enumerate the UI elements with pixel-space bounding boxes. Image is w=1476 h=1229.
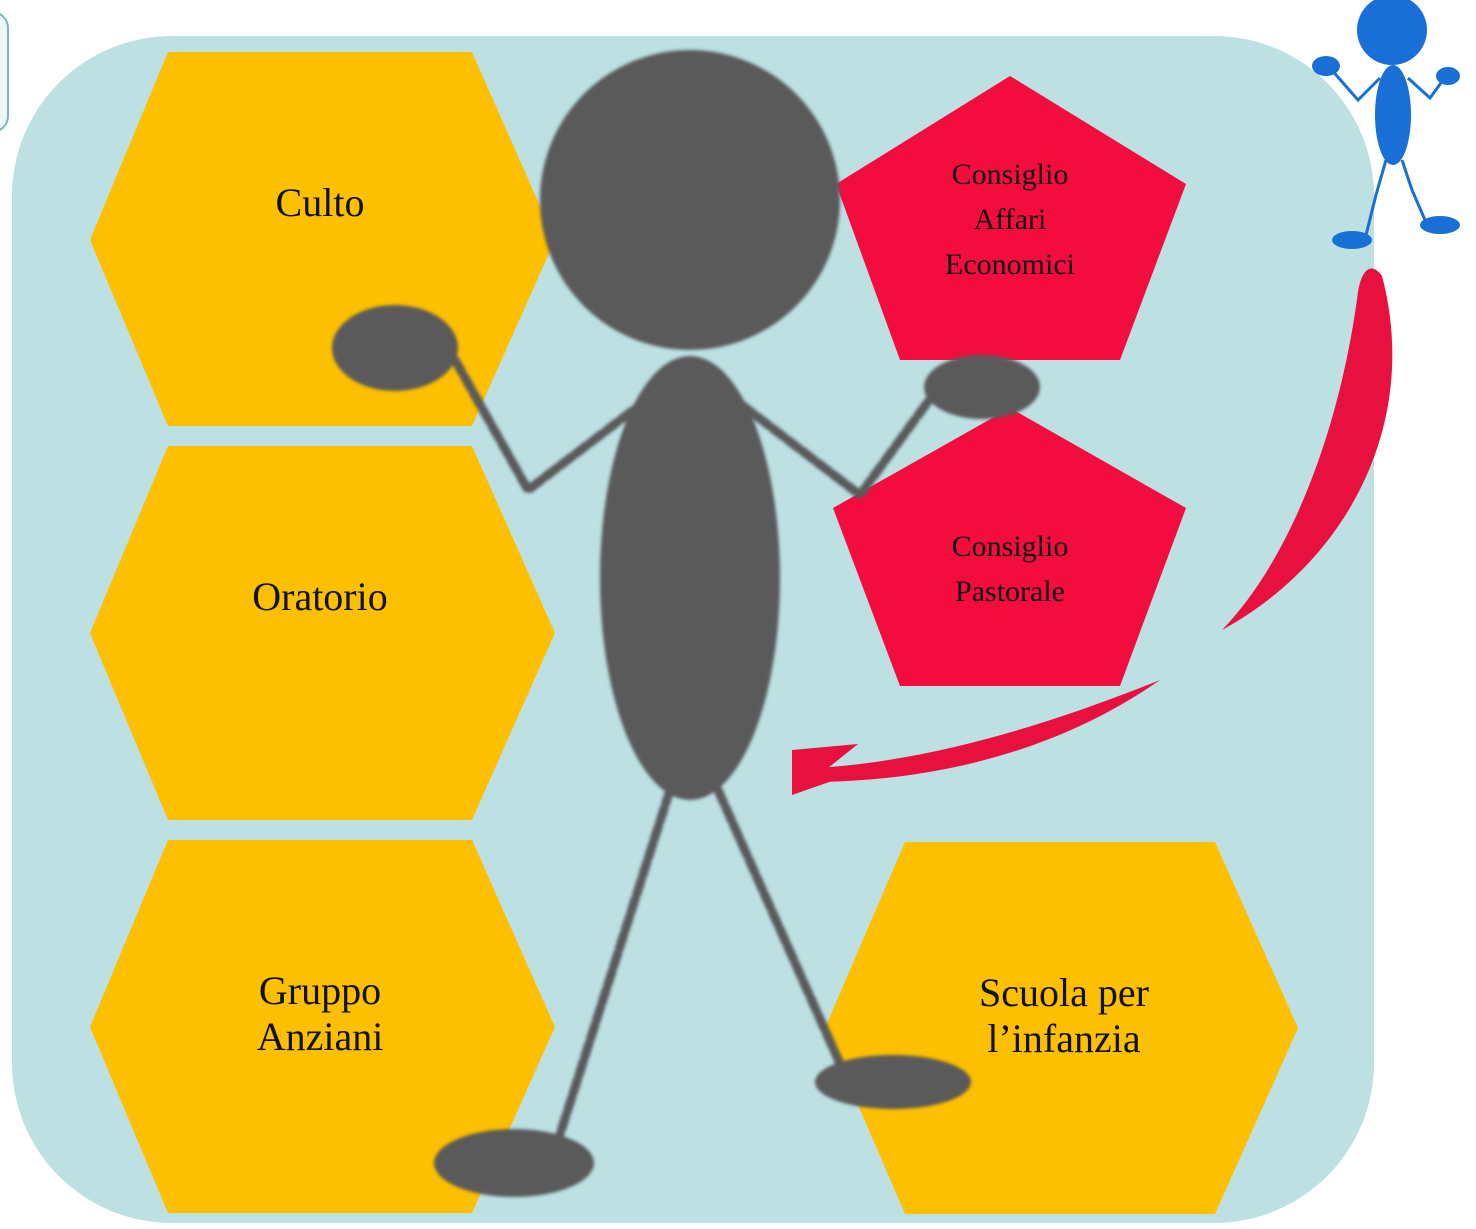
hexagon-gruppo-anziani <box>90 840 555 1213</box>
arrow-tail <box>818 680 1160 782</box>
small-stick-figure-icon <box>1312 0 1460 249</box>
label-line: l’infanzia <box>987 1016 1141 1061</box>
curved-arrow-icon <box>792 268 1393 795</box>
hexagon-oratorio <box>90 446 555 820</box>
small-figure-body <box>1375 65 1411 165</box>
label-scuola-infanzia: Scuola per l’infanzia <box>914 970 1214 1062</box>
figure-right-arm <box>737 387 940 502</box>
small-figure-left-arm <box>1328 67 1382 103</box>
figure-left-arm <box>450 355 645 497</box>
label-consiglio-pastorale: Consiglio Pastorale <box>890 524 1130 614</box>
figure-body <box>600 356 780 800</box>
hexagon-scuola-infanzia <box>825 842 1298 1214</box>
label-line: Consiglio <box>951 158 1069 191</box>
label-line: Economici <box>945 248 1075 281</box>
label-line: Gruppo <box>258 968 382 1013</box>
label-consiglio-affari-economici: Consiglio Affari Economici <box>890 152 1130 287</box>
stick-figure-icon <box>332 50 1040 1197</box>
label-oratorio: Oratorio <box>170 574 470 620</box>
figure-right-hand <box>924 355 1040 419</box>
small-figure-left-hand <box>1312 56 1340 76</box>
label-culto: Culto <box>170 180 470 226</box>
small-figure-left-foot <box>1332 231 1372 249</box>
label-line: Pastorale <box>955 575 1065 608</box>
hexagon-culto <box>90 52 555 426</box>
corner-box <box>0 13 9 131</box>
label-line: Scuola per <box>979 970 1149 1015</box>
label-line: Culto <box>275 180 365 225</box>
pentagon-affari-economici <box>836 76 1186 360</box>
figure-right-foot <box>815 1055 971 1109</box>
small-figure-head <box>1357 0 1427 65</box>
figure-left-hand <box>332 305 458 391</box>
label-line: Anziani <box>256 1014 384 1059</box>
label-line: Oratorio <box>252 574 388 619</box>
small-figure-right-hand <box>1436 67 1460 85</box>
small-figure-right-arm <box>1406 75 1448 101</box>
small-figure-left-leg <box>1364 159 1388 236</box>
arrow-shaft <box>1222 268 1393 630</box>
label-gruppo-anziani: Gruppo Anziani <box>170 968 470 1060</box>
pentagon-pastorale <box>833 408 1186 686</box>
small-figure-right-foot <box>1420 216 1460 234</box>
figure-left-foot <box>434 1129 594 1197</box>
small-figure-right-leg <box>1400 159 1427 221</box>
figure-left-leg <box>550 785 675 1155</box>
figure-right-leg <box>713 785 850 1080</box>
arrow-head <box>792 744 858 795</box>
label-line: Consiglio <box>951 530 1069 563</box>
label-line: Affari <box>973 203 1047 236</box>
figure-head <box>540 50 840 350</box>
